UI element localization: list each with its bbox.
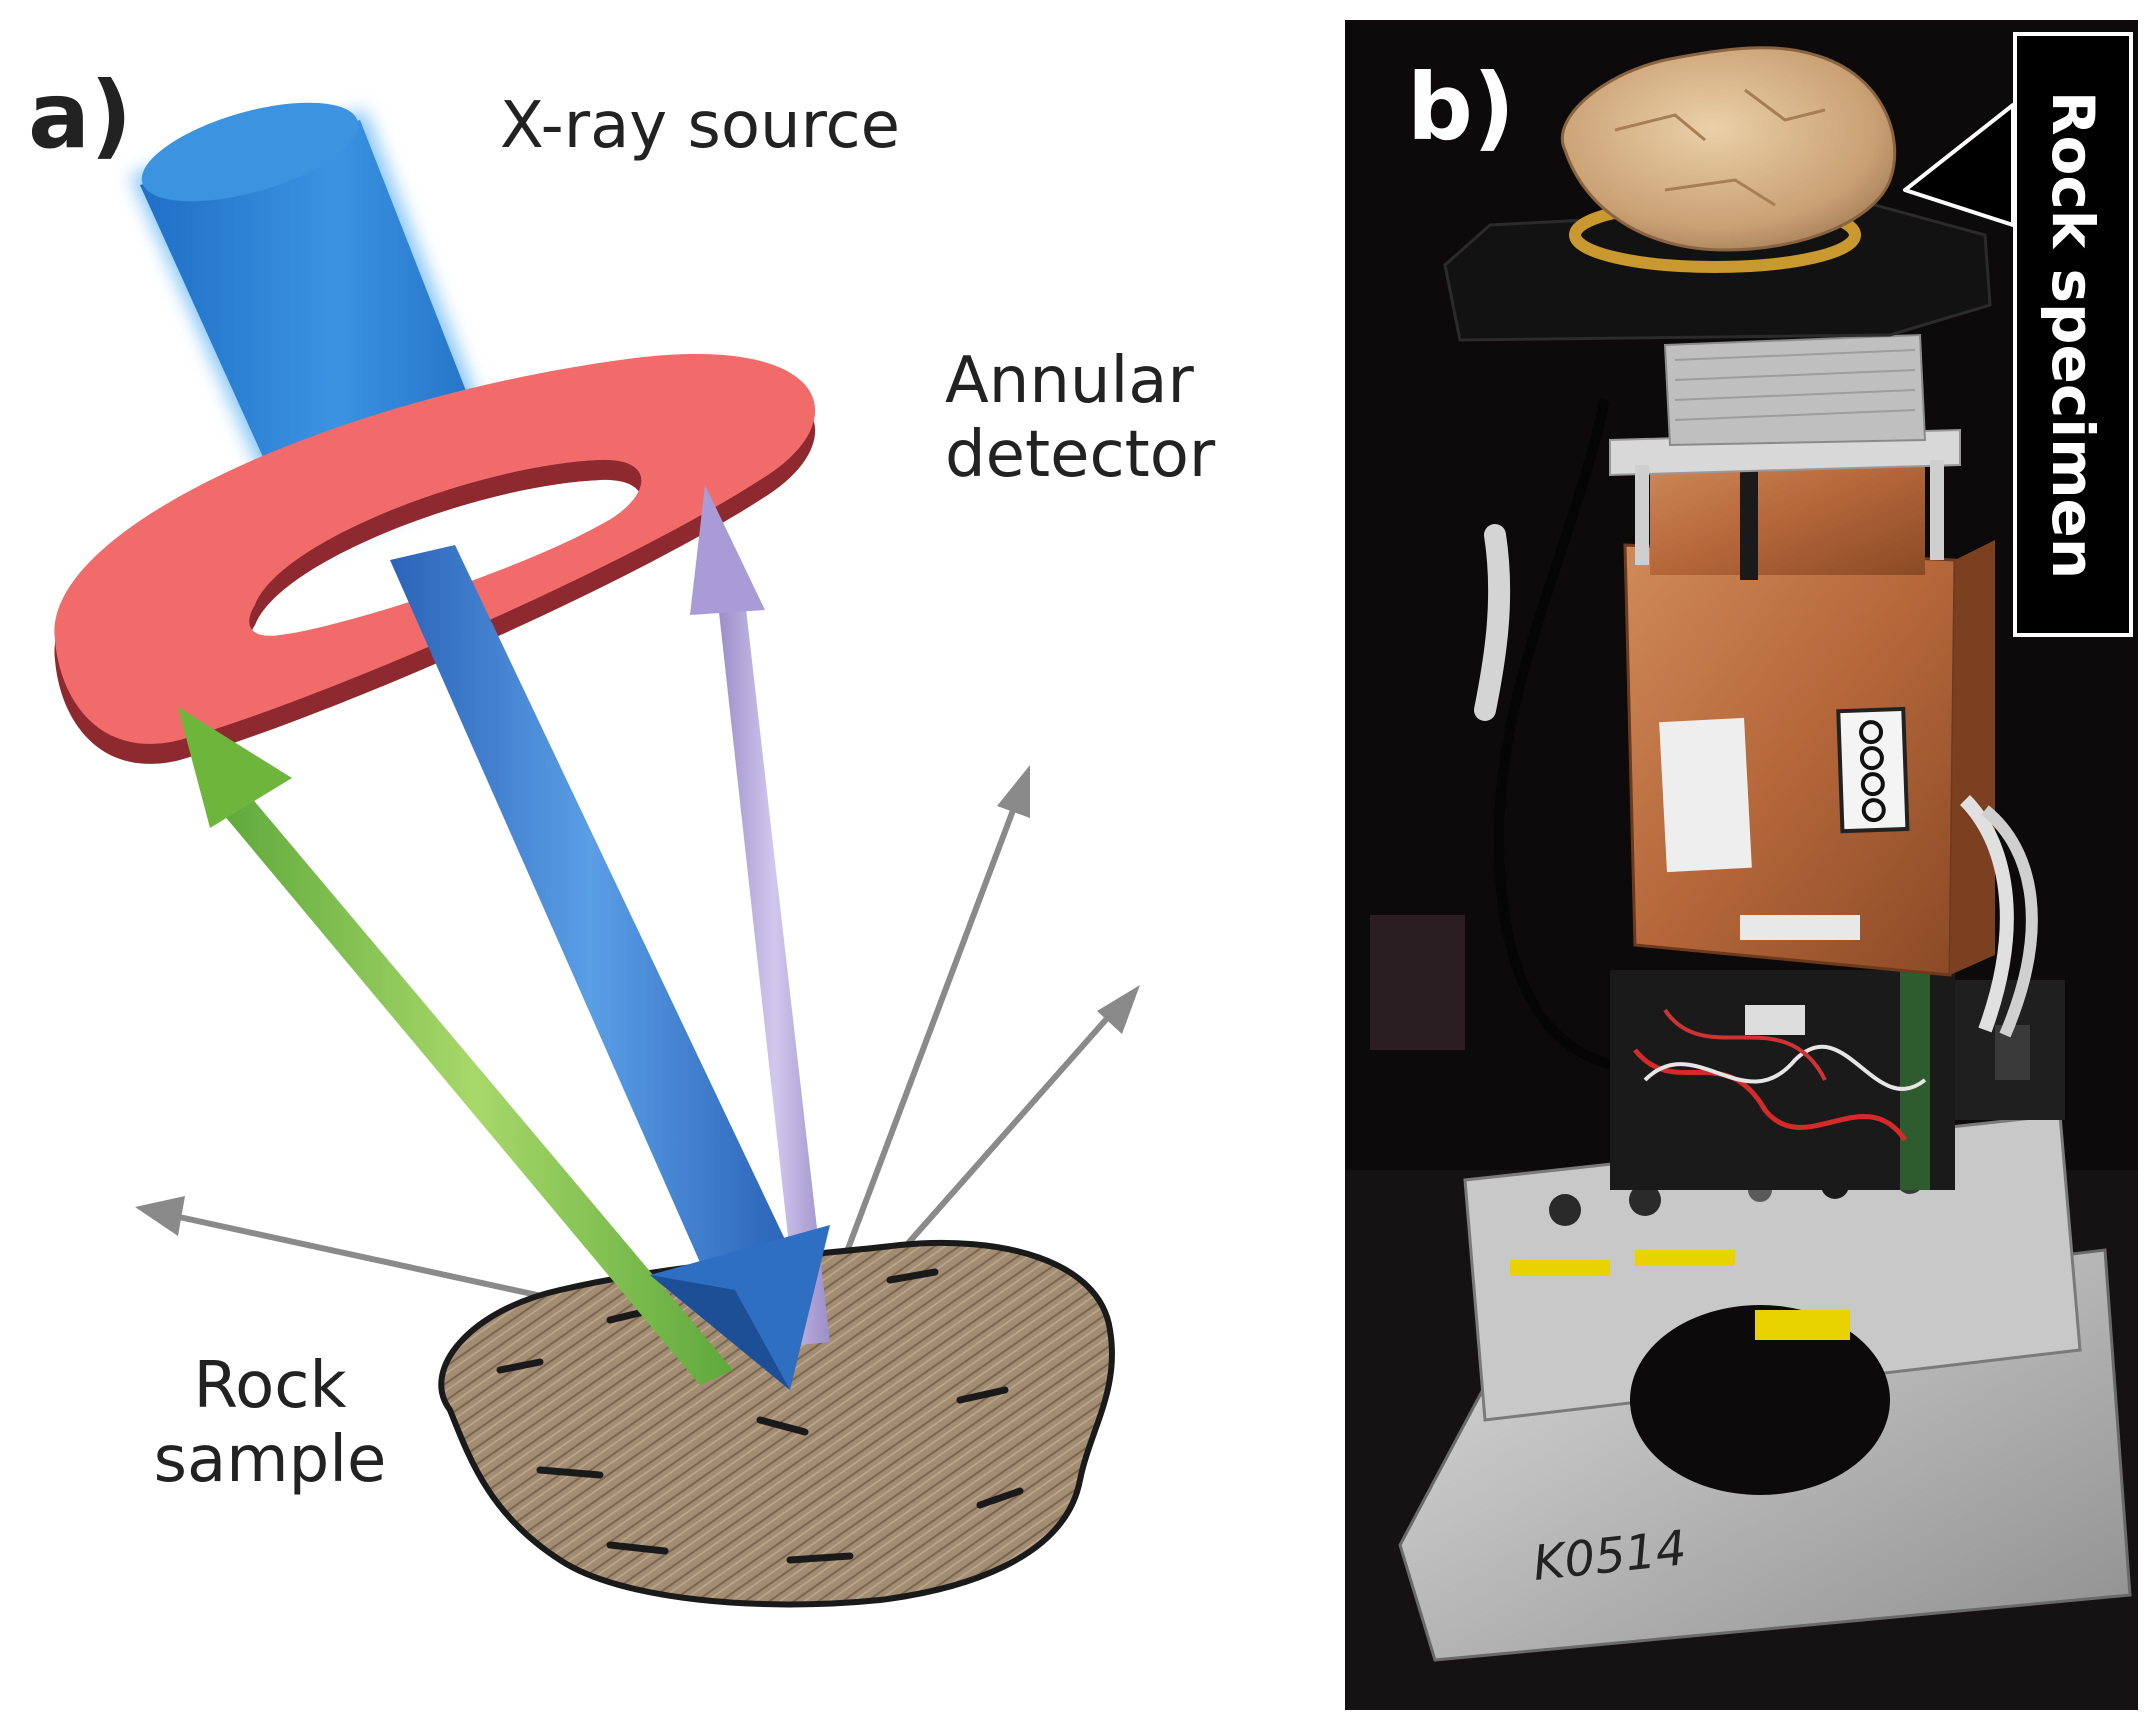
rock-specimen-callout-text: Rock specimen <box>2039 90 2107 579</box>
aluminum-base <box>1398 1113 2132 1662</box>
scattered-xray-arrows <box>135 765 1140 1303</box>
cable <box>1494 398 1636 1075</box>
annular-detector-label-line1: Annular <box>945 344 1194 418</box>
annular-detector-ring <box>54 354 816 764</box>
primary-xray-beam <box>390 545 830 1390</box>
copper-housing <box>1623 540 1995 977</box>
panel-b-letter: b) <box>1407 54 1515 161</box>
upper-assembly <box>1609 333 2038 1038</box>
panel-a-letter: a) <box>28 62 133 169</box>
rock-specimen-callout: Rock specimen <box>2013 32 2133 637</box>
panel-b-photo: K0514 <box>1345 20 2138 1710</box>
rock-texture <box>1614 88 1826 207</box>
rock-sample-label-line1: Rock <box>193 1349 347 1423</box>
xray-source-label: X-ray source <box>500 89 901 163</box>
annular-detector-label: Annular detector <box>945 344 1216 492</box>
electronics-wires <box>1610 970 2065 1190</box>
callout-pointer <box>1903 103 2015 227</box>
rock-specimen <box>1561 46 1897 252</box>
green-fluorescence-arrow <box>178 707 733 1385</box>
lavender-fluorescence-arrow <box>690 485 830 1345</box>
cable-connector <box>1474 524 1511 721</box>
rock-sample-label-line2: sample <box>153 1422 387 1497</box>
instrument-photo-illustration: K0514 <box>1345 46 2138 1710</box>
annular-detector-label-line2: detector <box>945 417 1216 492</box>
dark-panel <box>1370 915 1465 1050</box>
panel-a-illustration <box>54 102 1140 1608</box>
rock-sample-label: Rock sample <box>140 1349 400 1497</box>
